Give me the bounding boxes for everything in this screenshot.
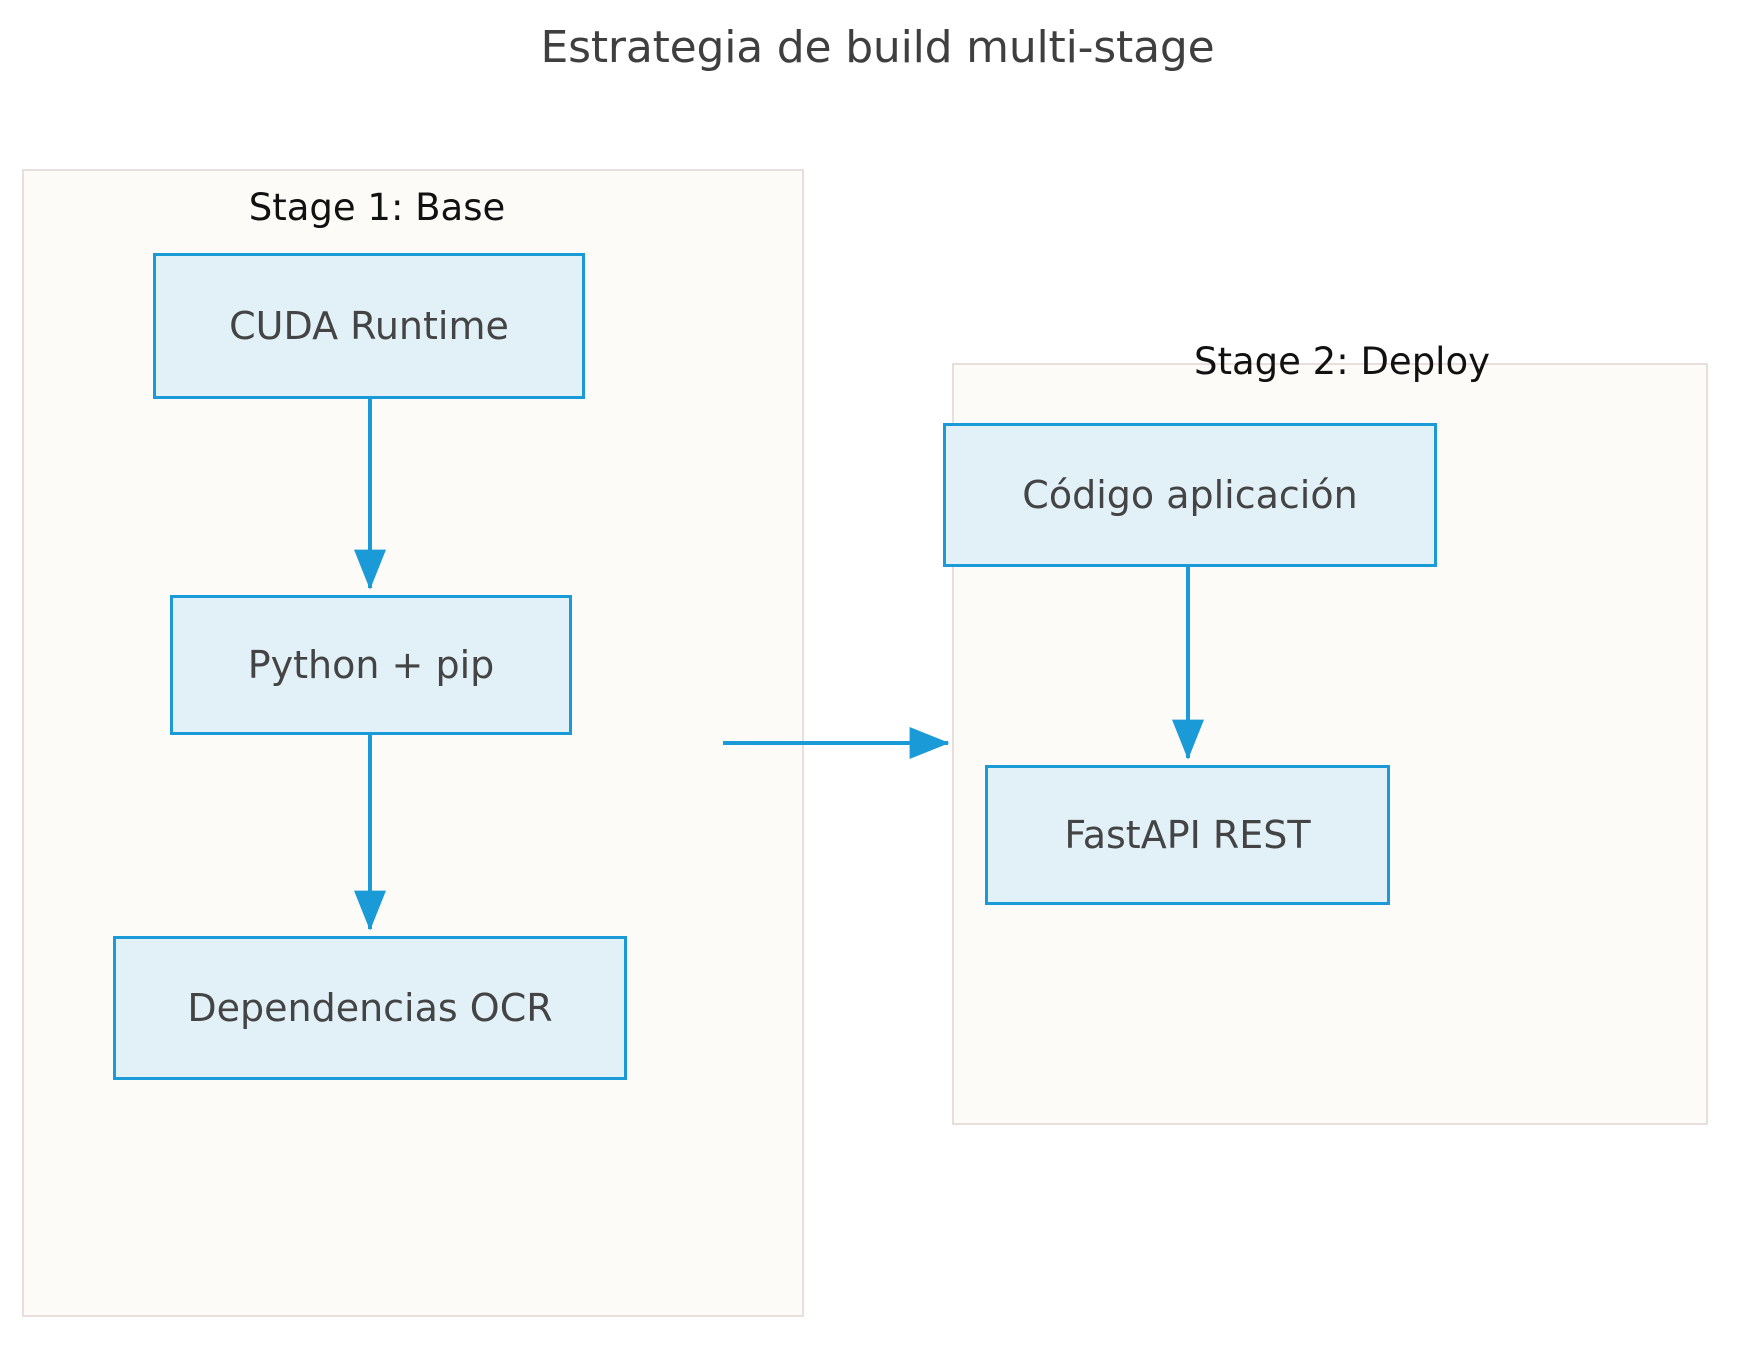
node-dependencias-ocr-label: Dependencias OCR: [187, 986, 553, 1030]
node-cuda-runtime[interactable]: CUDA Runtime: [153, 253, 585, 399]
node-python-pip-label: Python + pip: [247, 643, 495, 687]
node-fastapi-rest-label: FastAPI REST: [1064, 813, 1311, 857]
node-dependencias-ocr[interactable]: Dependencias OCR: [113, 936, 627, 1080]
node-python-pip[interactable]: Python + pip: [170, 595, 572, 735]
node-codigo-aplicacion-label: Código aplicación: [1022, 473, 1358, 517]
node-codigo-aplicacion[interactable]: Código aplicación: [943, 423, 1437, 567]
stage-2-label: Stage 2: Deploy: [1194, 340, 1490, 383]
stage-1-label: Stage 1: Base: [248, 186, 506, 229]
page-title: Estrategia de build multi-stage: [540, 22, 1215, 73]
node-fastapi-rest[interactable]: FastAPI REST: [985, 765, 1390, 905]
node-cuda-runtime-label: CUDA Runtime: [229, 304, 509, 348]
